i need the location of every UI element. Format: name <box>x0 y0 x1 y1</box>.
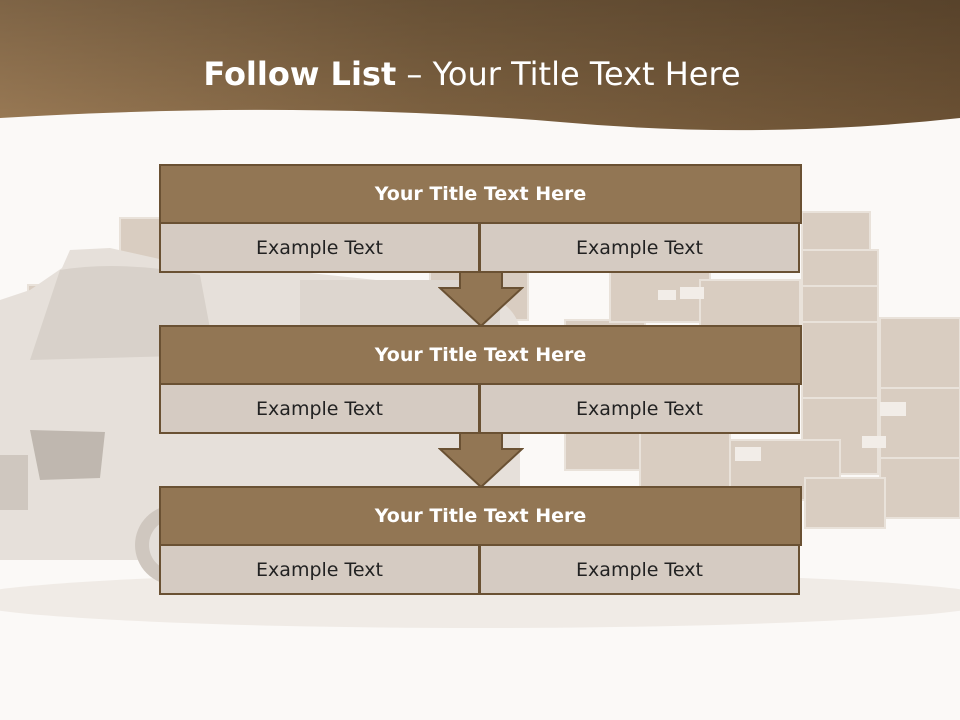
step-example-text-left: Example Text <box>159 383 480 434</box>
title-rest-part: Your Title Text Here <box>432 55 741 93</box>
step-example-text-right: Example Text <box>479 222 800 273</box>
header-band <box>0 0 960 131</box>
step-title: Your Title Text Here <box>159 325 802 385</box>
title-separator: – <box>396 55 433 93</box>
page-title: Follow List – Your Title Text Here <box>0 52 944 96</box>
down-arrow-icon <box>438 430 524 489</box>
step-example-text-left: Example Text <box>159 544 480 595</box>
step-example-text-left: Example Text <box>159 222 480 273</box>
down-arrow-icon <box>438 269 524 328</box>
step-title: Your Title Text Here <box>159 164 802 224</box>
step-example-text-right: Example Text <box>479 544 800 595</box>
step-example-text-right: Example Text <box>479 383 800 434</box>
step-title: Your Title Text Here <box>159 486 802 546</box>
title-bold-part: Follow List <box>203 55 397 93</box>
